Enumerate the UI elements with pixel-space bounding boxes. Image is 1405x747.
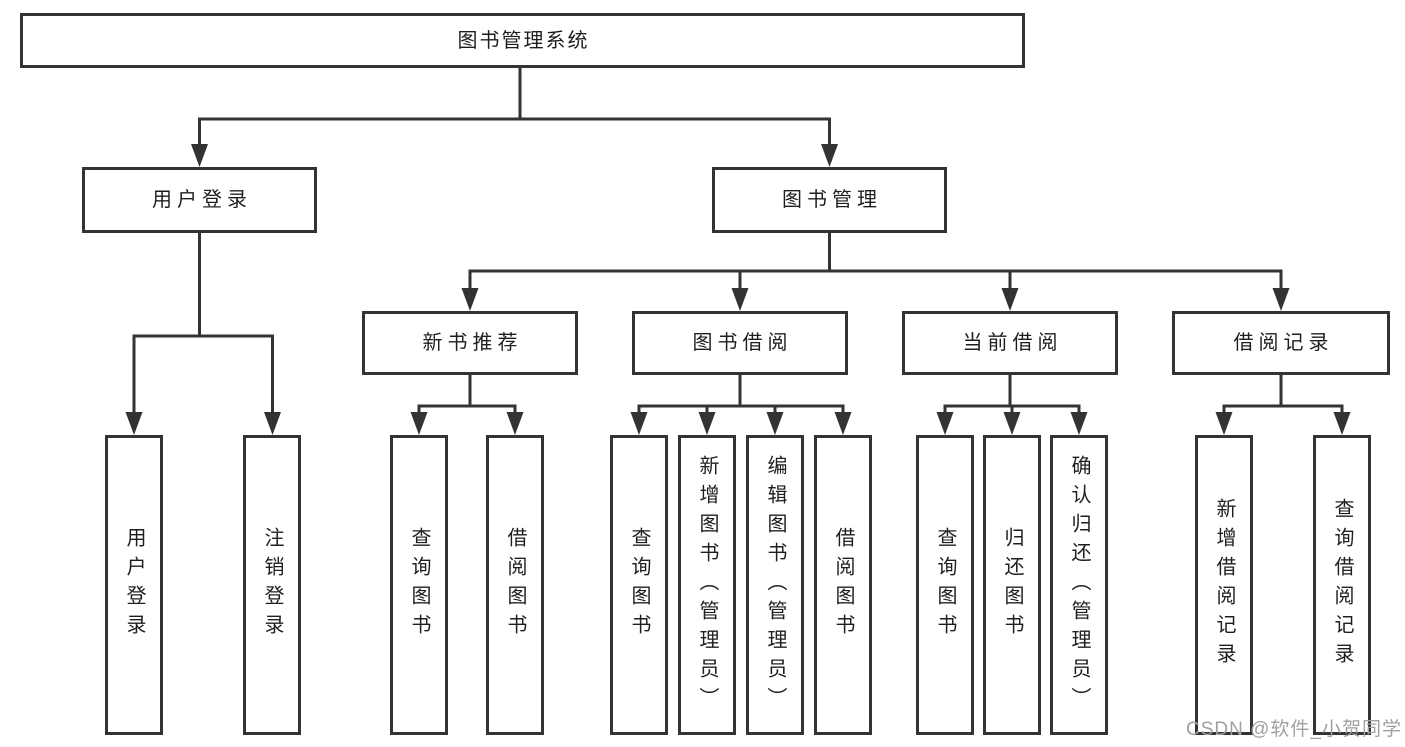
leaf-add-borrow-record: 新增借阅记录 bbox=[1195, 435, 1253, 735]
arrowhead bbox=[1215, 412, 1233, 435]
arrowhead bbox=[698, 412, 716, 435]
connector-line bbox=[198, 67, 831, 146]
connector-line bbox=[132, 233, 274, 414]
leaf-query-book-current: 查询图书 bbox=[916, 435, 974, 735]
arrowhead bbox=[1003, 412, 1021, 435]
node-user-login: 用户登录 bbox=[82, 167, 317, 233]
node-new-book-recommendation: 新书推荐 bbox=[362, 311, 578, 375]
arrowhead bbox=[506, 412, 524, 435]
arrowhead bbox=[191, 144, 208, 167]
arrowhead bbox=[461, 288, 479, 311]
arrowhead bbox=[821, 144, 838, 167]
arrowhead bbox=[936, 412, 954, 435]
connector-current-borrow-to-leaves bbox=[936, 375, 1088, 435]
node-root-system: 图书管理系统 bbox=[20, 13, 1025, 68]
node-borrow-records: 借阅记录 bbox=[1172, 311, 1390, 375]
arrowhead bbox=[1272, 288, 1290, 311]
leaf-query-borrow-record: 查询借阅记录 bbox=[1313, 435, 1371, 735]
arrowhead bbox=[731, 288, 749, 311]
arrowhead bbox=[410, 412, 428, 435]
connector-line bbox=[468, 233, 1283, 290]
arrowhead bbox=[1070, 412, 1088, 435]
arrowhead bbox=[125, 412, 143, 435]
arrowhead bbox=[264, 412, 281, 435]
connector-new-book-rec-to-leaves bbox=[410, 375, 524, 435]
leaf-confirm-return-admin: 确认归还（管理员） bbox=[1050, 435, 1108, 735]
leaf-borrow-book-borrowing: 借阅图书 bbox=[814, 435, 872, 735]
node-book-management: 图书管理 bbox=[712, 167, 947, 233]
connector-line bbox=[417, 375, 517, 414]
connector-book-borrow-to-leaves bbox=[630, 375, 852, 435]
arrowhead bbox=[834, 412, 852, 435]
leaf-logout: 注销登录 bbox=[243, 435, 301, 735]
connector-book-mgmt-to-level3 bbox=[461, 233, 1290, 311]
connector-line bbox=[1222, 375, 1344, 414]
arrowhead bbox=[766, 412, 784, 435]
arrowhead bbox=[630, 412, 648, 435]
arrowhead bbox=[1333, 412, 1351, 435]
connector-line bbox=[943, 375, 1081, 414]
leaf-user-login: 用户登录 bbox=[105, 435, 163, 735]
leaf-return-book: 归还图书 bbox=[983, 435, 1041, 735]
node-book-borrowing: 图书借阅 bbox=[632, 311, 848, 375]
connector-line bbox=[637, 375, 845, 414]
leaf-edit-book-admin: 编辑图书（管理员） bbox=[746, 435, 804, 735]
node-current-borrowing: 当前借阅 bbox=[902, 311, 1118, 375]
leaf-add-book-admin: 新增图书（管理员） bbox=[678, 435, 736, 735]
csdn-watermark: CSDN @软件_小贺同学 bbox=[1186, 719, 1402, 740]
connector-root-to-level2 bbox=[191, 67, 838, 167]
leaf-borrow-book-recommend: 借阅图书 bbox=[486, 435, 544, 735]
leaf-query-book-recommend: 查询图书 bbox=[390, 435, 448, 735]
connector-borrow-record-to-leaves bbox=[1215, 375, 1351, 435]
leaf-query-book-borrowing: 查询图书 bbox=[610, 435, 668, 735]
arrowhead bbox=[1001, 288, 1019, 311]
connector-user-login-to-leaves bbox=[125, 233, 281, 435]
